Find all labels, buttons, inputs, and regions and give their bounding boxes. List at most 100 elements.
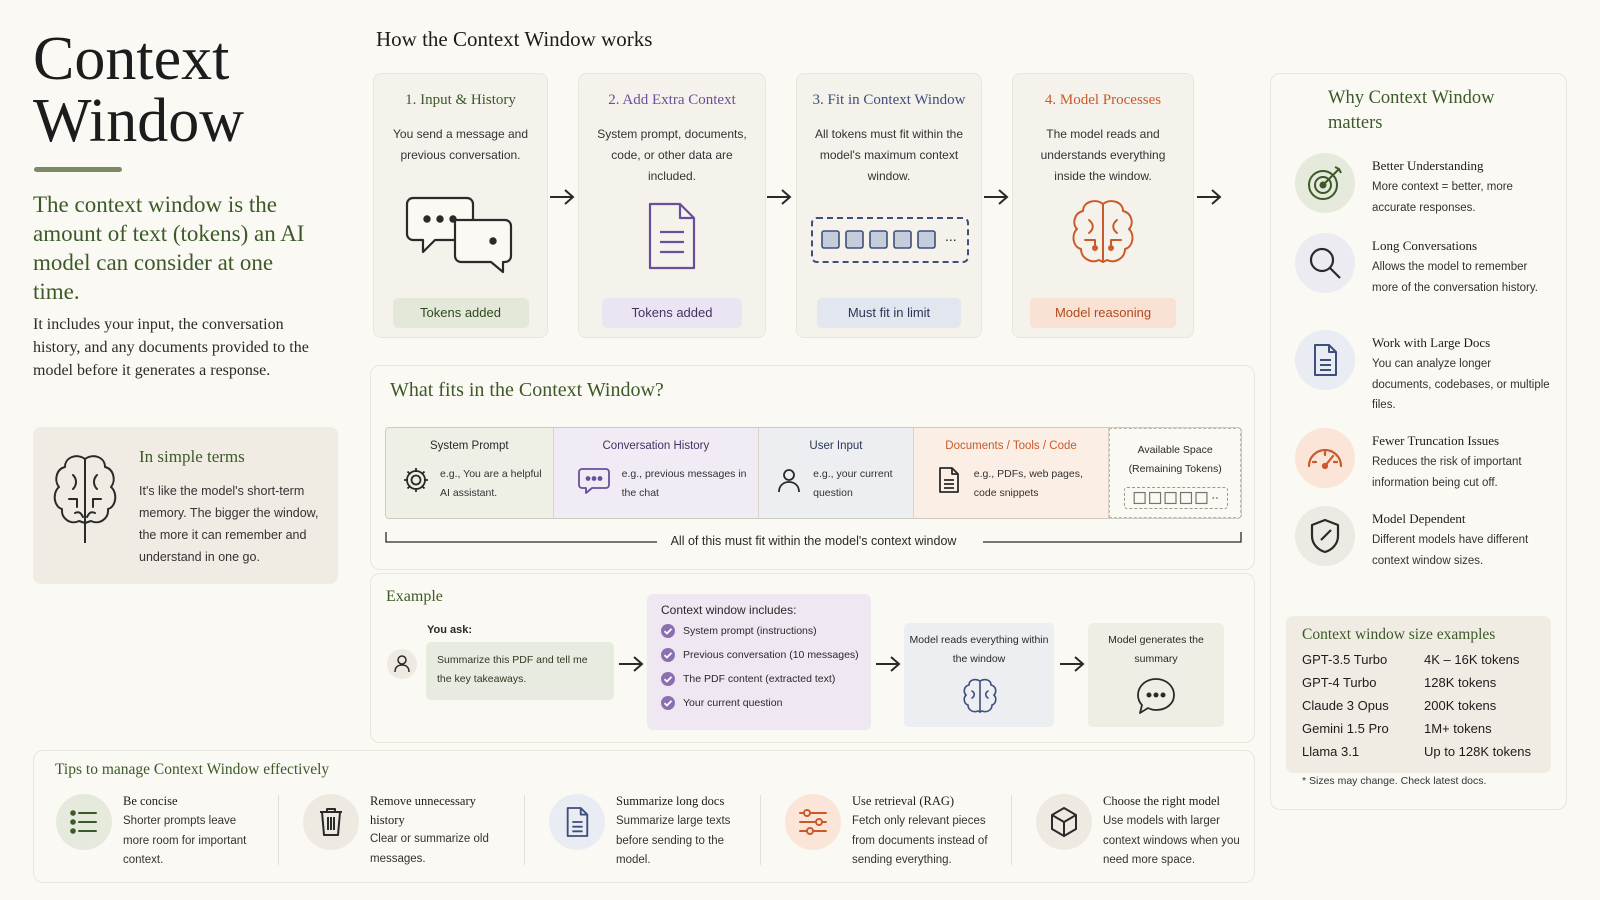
step-card-fit: 3. Fit in Context Window All tokens must…: [796, 73, 982, 338]
tip-text: Use models with larger context windows w…: [1103, 815, 1240, 866]
target-icon: [1295, 153, 1355, 213]
model-generates-text: Model generates the summary: [1108, 634, 1204, 665]
check-icon: [661, 672, 675, 686]
user-icon: [387, 649, 417, 679]
ellipsis-text: ...: [945, 228, 957, 244]
size-model: Claude 3 Opus: [1302, 698, 1389, 713]
chat-icon: [1135, 676, 1177, 716]
includes-item: Previous conversation (10 messages): [683, 649, 859, 661]
step-title: 1. Input & History: [405, 92, 516, 108]
arrow-right-icon: [765, 188, 793, 206]
tip-text: Shorter prompts leave more room for impo…: [123, 815, 247, 866]
cube-icon: [1036, 794, 1092, 850]
tip-text: Summarize large texts before sending to …: [616, 815, 731, 866]
brain-icon: [1067, 198, 1139, 270]
step-card-process: 4. Model Processes The model reads and u…: [1012, 73, 1194, 338]
brain-icon: [961, 678, 999, 716]
definition-detail: It includes your input, the conversation…: [33, 316, 309, 379]
simple-terms-title: In simple terms: [139, 447, 245, 466]
user-icon: [775, 466, 803, 494]
model-reads-text: Model reads everything within the window: [909, 634, 1049, 665]
segment-desc: e.g., your current question: [813, 468, 893, 499]
tip-title: Be concise: [123, 794, 178, 808]
size-value: 1M+ tokens: [1424, 721, 1492, 736]
arrow-right-icon: [1058, 655, 1086, 673]
definition-text: The context window is the amount of text…: [33, 192, 305, 304]
size-examples-card: Context window size examples GPT-3.5 Tur…: [1286, 616, 1551, 773]
why-item-title: Long Conversations: [1372, 238, 1478, 253]
arrow-right-icon: [982, 188, 1010, 206]
tip-title: Summarize long docs: [616, 794, 725, 808]
document-icon: [934, 466, 962, 494]
arrow-right-icon: [874, 655, 902, 673]
step-card-extra-context: 2. Add Extra Context System prompt, docu…: [578, 73, 766, 338]
sizes-title: Context window size examples: [1302, 626, 1496, 643]
you-ask-label: You ask:: [427, 624, 473, 636]
sliders-icon: [785, 794, 841, 850]
why-item-title: Work with Large Docs: [1372, 335, 1491, 350]
context-window-bar: System Prompt e.g., You are a helpful AI…: [385, 427, 1242, 519]
chat-bubbles-icon: [405, 194, 515, 274]
why-title: Why Context Window matters: [1328, 88, 1495, 133]
step-text: You send a message and previous conversa…: [393, 127, 528, 162]
check-icon: [661, 696, 675, 710]
gear-icon: [402, 466, 430, 494]
segment-desc: e.g., You are a helpful AI assistant.: [440, 468, 542, 499]
tip-divider: [278, 795, 279, 865]
bracket-line: [385, 532, 1242, 546]
step-text: System prompt, documents, code, or other…: [597, 127, 747, 183]
tip-divider: [760, 795, 761, 865]
segment-desc: e.g., previous messages in the chat: [621, 468, 747, 499]
model-generates-card: Model generates the summary: [1088, 623, 1224, 727]
how-section-title: How the Context Window works: [376, 27, 653, 51]
segment-available-space: Available Space (Remaining Tokens): [1109, 428, 1241, 518]
step-pill: Must fit in limit: [817, 298, 961, 328]
model-reads-card: Model reads everything within the window: [904, 623, 1054, 727]
page-title: Context Window: [33, 25, 245, 155]
segment-user-input: User Input e.g., your current question: [759, 428, 914, 518]
title-underline: [34, 167, 122, 172]
segment-desc: e.g., PDFs, web pages, code snippets: [973, 468, 1083, 499]
includes-item: System prompt (instructions): [683, 625, 817, 637]
size-model: Gemini 1.5 Pro: [1302, 721, 1389, 736]
step-card-input: 1. Input & History You send a message an…: [373, 73, 548, 338]
size-model: Llama 3.1: [1302, 744, 1360, 759]
tip-title: Choose the right model: [1103, 794, 1220, 808]
why-item-text: You can analyze longer documents, codeba…: [1372, 358, 1550, 411]
token-slots-icon: [1124, 487, 1229, 509]
includes-title: Context window includes:: [661, 603, 797, 617]
size-value: 128K tokens: [1424, 675, 1497, 690]
size-model: GPT-3.5 Turbo: [1302, 652, 1388, 667]
what-fits-title: What fits in the Context Window?: [390, 379, 664, 401]
segment-title: Documents / Tools / Code: [945, 440, 1077, 452]
example-title: Example: [386, 588, 443, 605]
tip-title: Remove unnecessary history: [370, 794, 476, 827]
segment-title: Available Space (Remaining Tokens): [1128, 444, 1222, 475]
why-item-text: Allows the model to remember more of the…: [1372, 261, 1538, 294]
segment-title: Conversation History: [602, 440, 710, 452]
step-pill: Tokens added: [392, 298, 529, 328]
size-model: GPT-4 Turbo: [1302, 675, 1377, 690]
why-item-title: Model Dependent: [1372, 511, 1466, 526]
check-icon: [661, 624, 675, 638]
step-title: 2. Add Extra Context: [608, 92, 736, 108]
why-item-text: More context = better, more accurate res…: [1372, 181, 1513, 214]
list-icon: [56, 794, 112, 850]
user-query-bubble: Summarize this PDF and tell me the key t…: [426, 642, 614, 700]
size-value: 4K – 16K tokens: [1424, 652, 1520, 667]
tip-text: Clear or summarize old messages.: [370, 833, 489, 865]
tip-divider: [524, 795, 525, 865]
check-icon: [661, 648, 675, 662]
segment-title: System Prompt: [430, 440, 509, 452]
segment-documents: Documents / Tools / Code e.g., PDFs, web…: [913, 428, 1110, 518]
arrow-right-icon: [548, 188, 576, 206]
why-item-text: Reduces the risk of important informatio…: [1372, 456, 1522, 489]
segment-conversation-history: Conversation History e.g., previous mess…: [553, 428, 760, 518]
token-slots-icon: ...: [811, 217, 969, 263]
context-includes-card: Context window includes: System prompt (…: [647, 594, 871, 730]
includes-item: The PDF content (extracted text): [683, 673, 836, 685]
gauge-icon: [1295, 428, 1355, 488]
step-title: 4. Model Processes: [1044, 92, 1162, 108]
simple-terms-text: It's like the model's short-term memory.…: [139, 484, 319, 564]
arrow-right-icon: [1195, 188, 1223, 206]
